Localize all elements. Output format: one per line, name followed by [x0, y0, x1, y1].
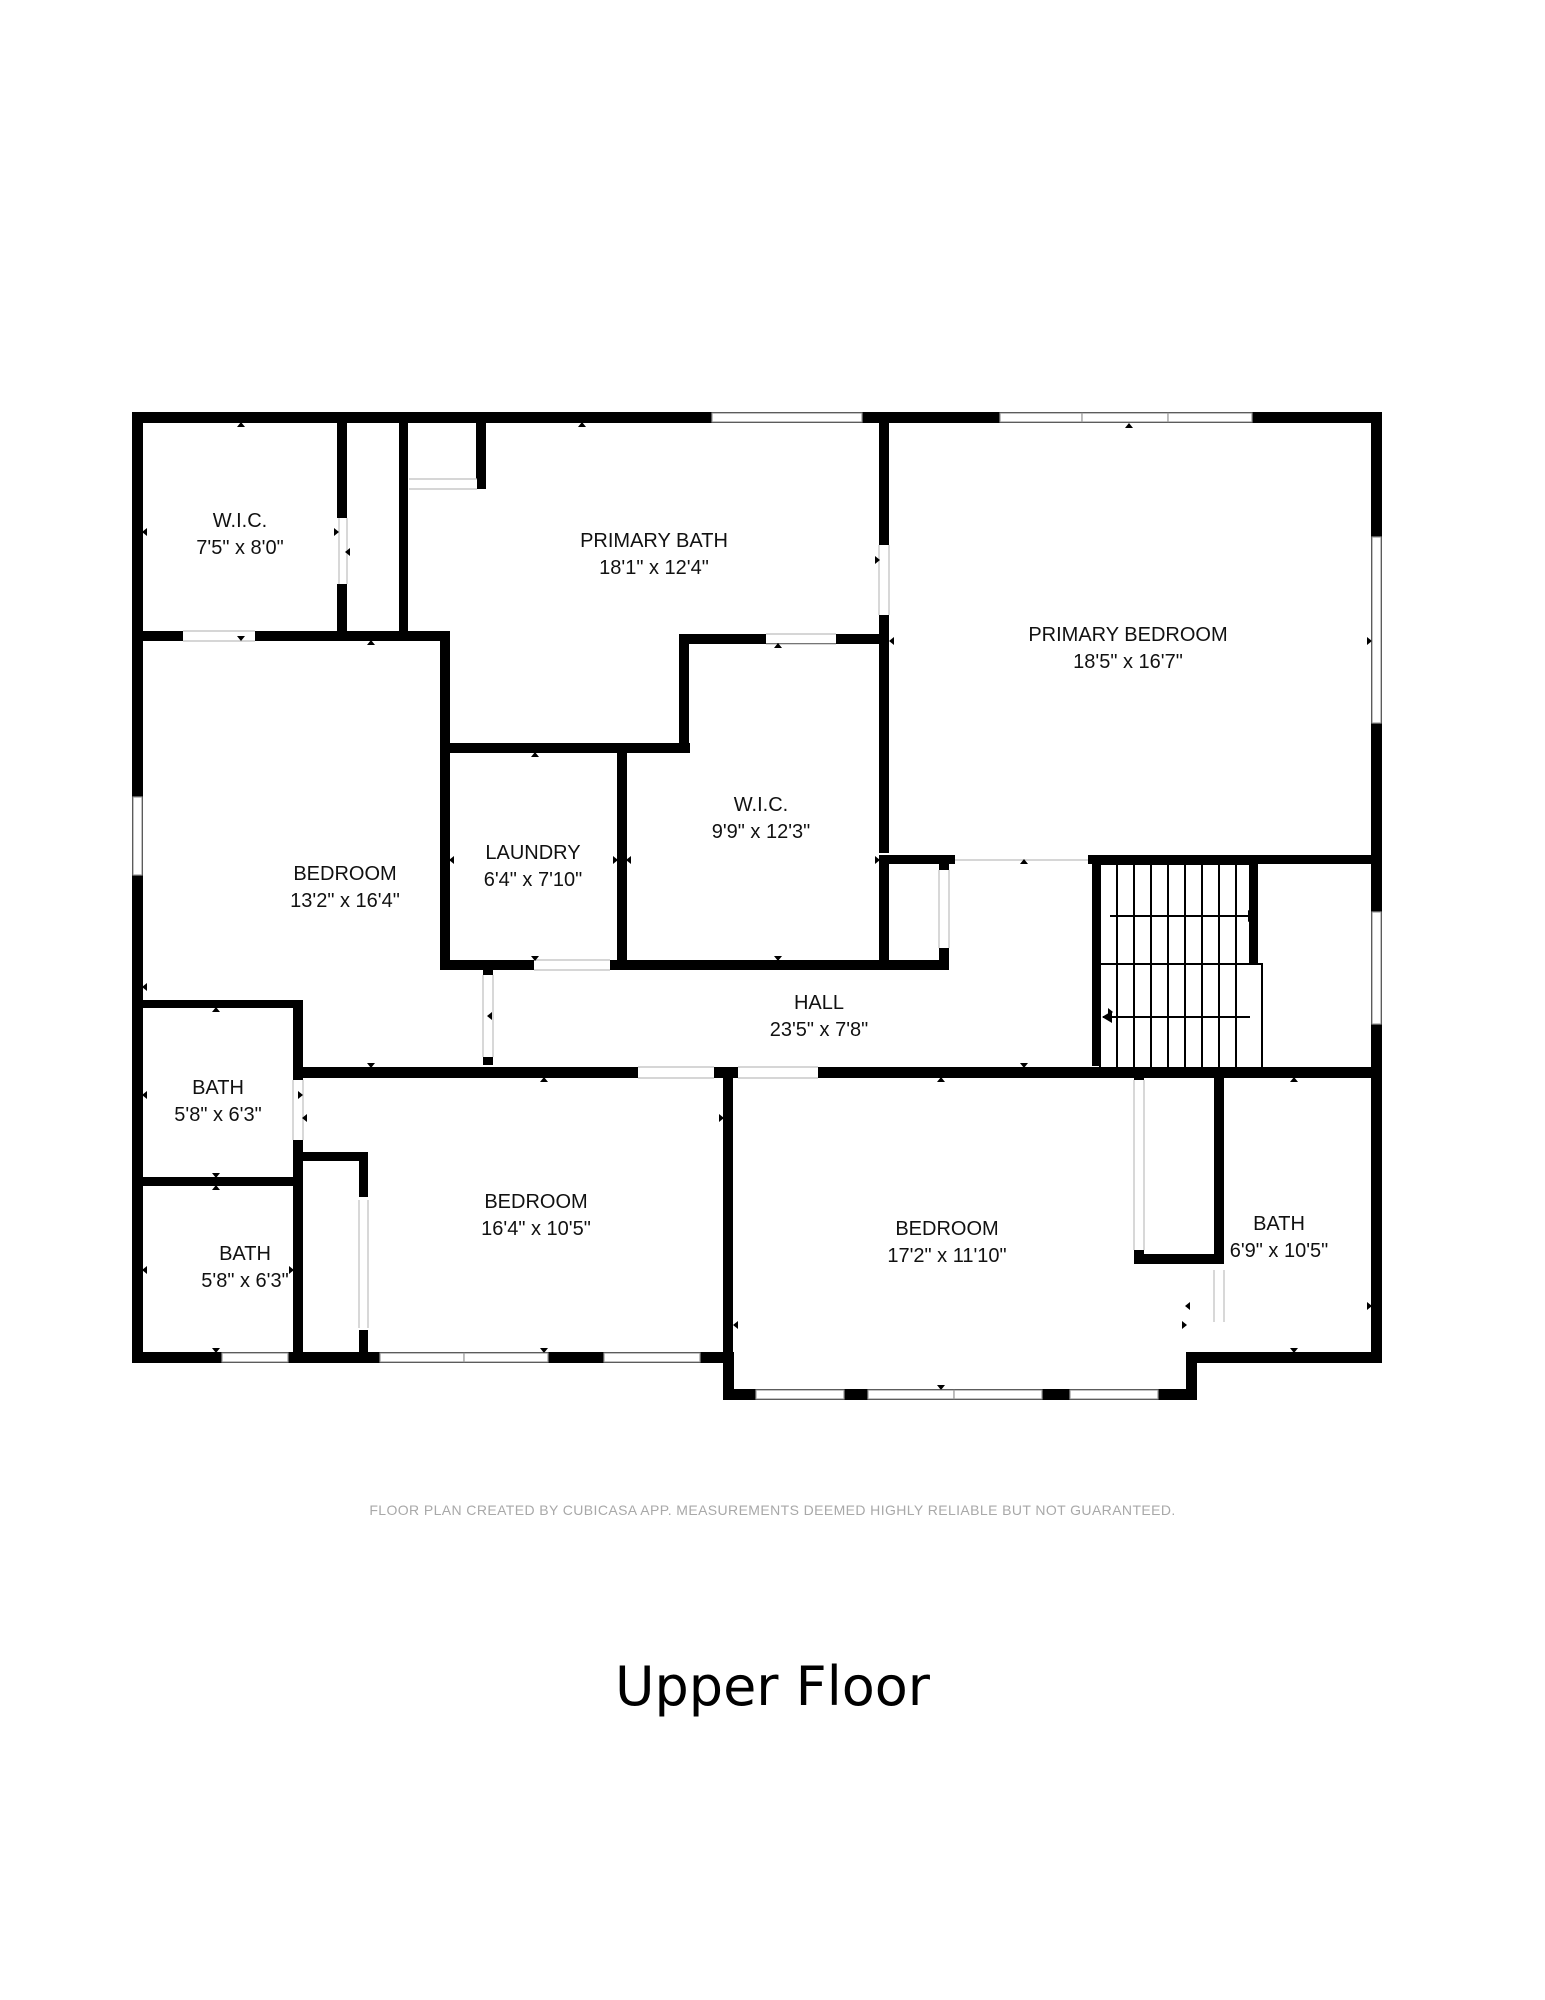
- disclaimer-text: FLOOR PLAN CREATED BY CUBICASA APP. MEAS…: [369, 1502, 1176, 1518]
- room-dims: 18'5" x 16'7": [1073, 651, 1183, 673]
- room-dims: 13'2" x 16'4": [290, 890, 400, 912]
- room-dims: 5'8" x 6'3": [201, 1270, 288, 1292]
- room-dims: 17'2" x 11'10": [887, 1245, 1006, 1267]
- room-name: BEDROOM: [293, 863, 396, 885]
- room-name: BEDROOM: [484, 1191, 587, 1213]
- room-dims: 18'1" x 12'4": [599, 557, 709, 579]
- room-name: HALL: [794, 992, 844, 1014]
- room-dims: 23'5" x 7'8": [770, 1019, 869, 1041]
- room-dims: 6'9" x 10'5": [1230, 1240, 1329, 1262]
- room-name: BATH: [192, 1077, 244, 1099]
- floor-title: Upper Floor: [614, 1655, 930, 1718]
- staircase: [1092, 858, 1263, 1067]
- room-name: W.I.C.: [213, 510, 267, 532]
- hall-closet: [879, 855, 951, 970]
- room-dims: 6'4" x 7'10": [484, 869, 583, 891]
- room-labels: W.I.C. 7'5" x 8'0" PRIMARY BATH 18'1" x …: [174, 510, 1328, 1292]
- windows: [132, 412, 1382, 1400]
- room-dims: 5'8" x 6'3": [174, 1104, 261, 1126]
- room-dims: 9'9" x 12'3": [712, 821, 811, 843]
- room-name: LAUNDRY: [485, 842, 580, 864]
- room-name: BATH: [1253, 1213, 1305, 1235]
- room-name: BATH: [219, 1243, 271, 1265]
- room-name: PRIMARY BATH: [580, 530, 728, 552]
- room-dims: 7'5" x 8'0": [196, 537, 283, 559]
- room-dims: 16'4" x 10'5": [481, 1218, 591, 1240]
- room-name: PRIMARY BEDROOM: [1028, 624, 1227, 646]
- room-name: W.I.C.: [734, 794, 788, 816]
- room-name: BEDROOM: [895, 1218, 998, 1240]
